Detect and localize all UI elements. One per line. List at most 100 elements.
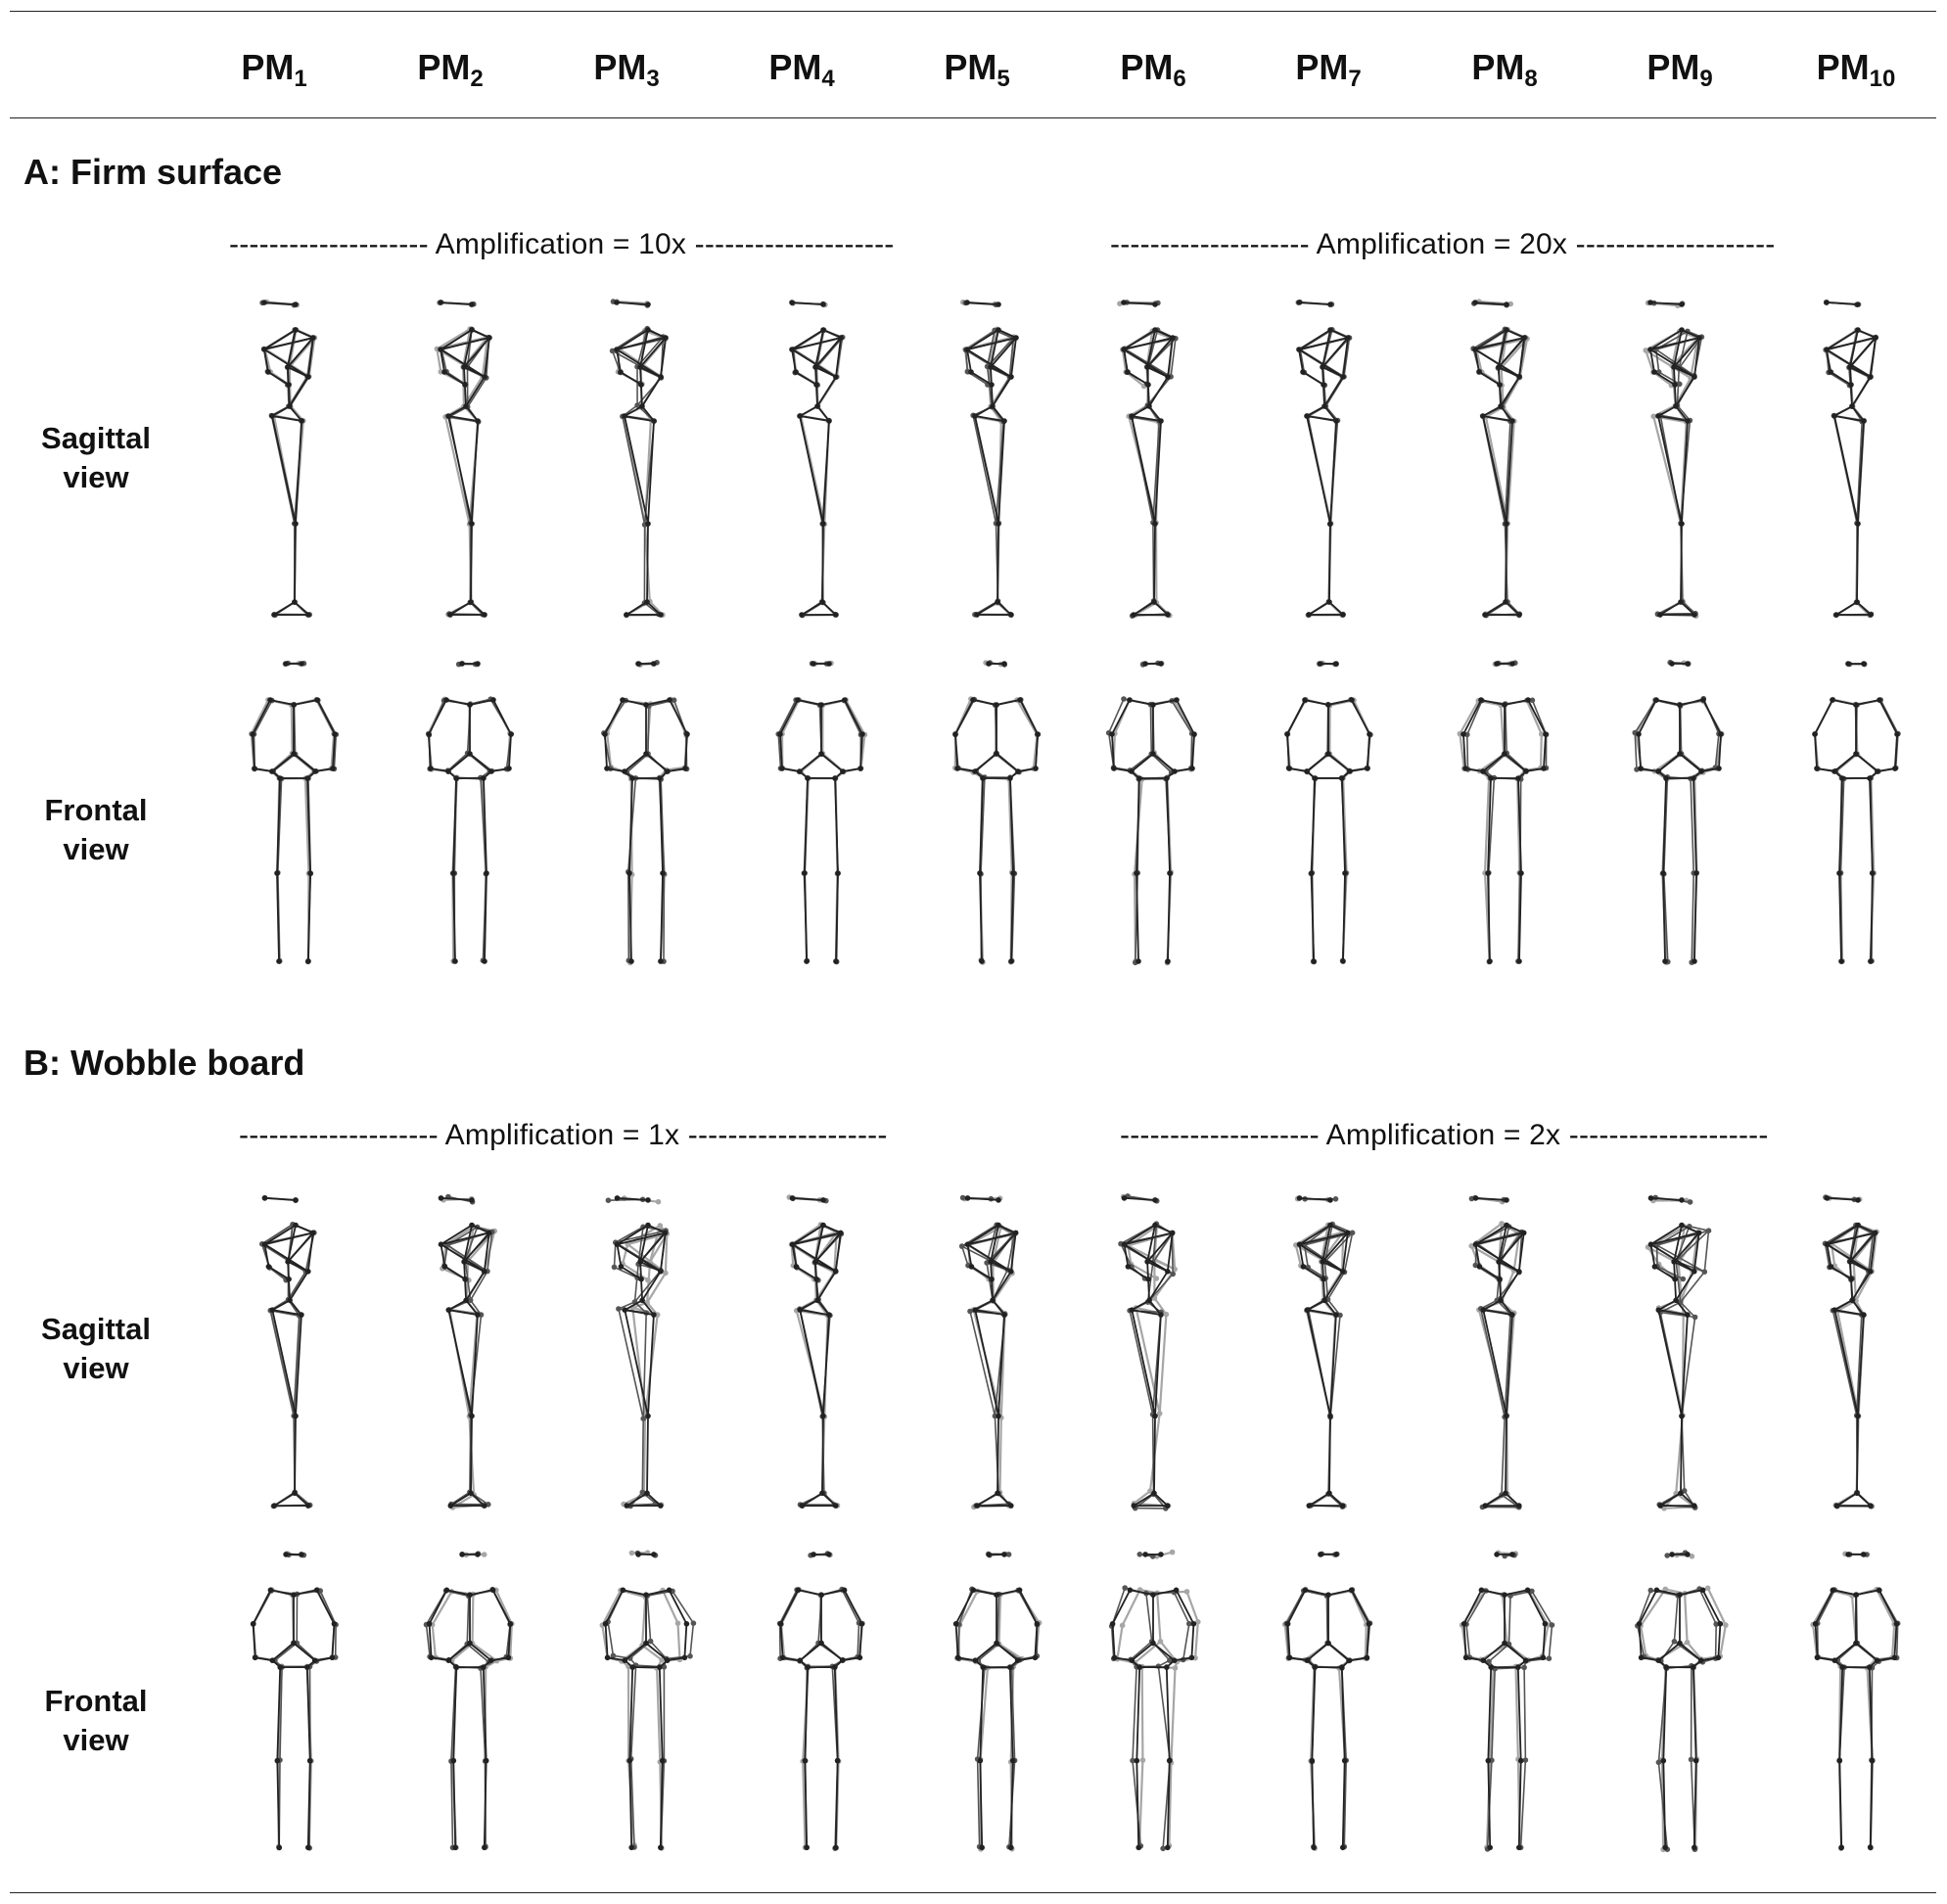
marker-point (277, 775, 283, 781)
skeleton-segment (799, 414, 826, 526)
skeleton-segment (1523, 1666, 1527, 1761)
skeleton-segment (1153, 1296, 1168, 1316)
marker-point (293, 327, 299, 333)
skeleton-segment (1131, 1642, 1154, 1662)
skeleton-segment (616, 1224, 649, 1246)
marker-point (1158, 1552, 1164, 1557)
skeleton-segment (799, 415, 824, 525)
skeleton-segment (1153, 523, 1156, 603)
marker-point (277, 1664, 284, 1670)
skeleton-segment (289, 405, 302, 422)
marker-point (1348, 1587, 1355, 1594)
marker-point (475, 661, 481, 667)
skeleton-segment (835, 872, 839, 962)
marker-point (305, 1844, 311, 1851)
skeleton-segment (293, 1315, 301, 1417)
skeleton-segment (633, 1270, 662, 1303)
skeleton-segment (1507, 600, 1521, 616)
skeleton-segment (1894, 733, 1898, 769)
skeleton-segment (1816, 1656, 1836, 1662)
marker-point (1339, 775, 1345, 781)
skeleton-segment (470, 1415, 473, 1495)
skeleton-segment (1659, 1492, 1682, 1507)
marker-point (1824, 347, 1830, 352)
skeleton-segment (1009, 777, 1014, 874)
skeleton-segment (274, 1642, 299, 1662)
skeleton-segment (484, 872, 487, 962)
skeleton-segment (1321, 329, 1331, 368)
skeleton-segment (1833, 415, 1859, 525)
marker-point (1127, 1587, 1134, 1594)
marker-point (461, 364, 467, 370)
skeleton-segment (1857, 420, 1865, 525)
skeleton-segment (466, 377, 487, 408)
skeleton-segment (1649, 1197, 1683, 1201)
marker-point (614, 1195, 621, 1201)
skeleton-segment (463, 1224, 473, 1263)
skeleton-segment (1655, 1589, 1681, 1597)
marker-point (1015, 768, 1021, 774)
skeleton-segment (1464, 767, 1484, 772)
skeleton-segment (1814, 699, 1833, 735)
skeleton-segment (1153, 601, 1169, 616)
skeleton-segment (604, 1622, 609, 1659)
skeleton-segment (641, 1270, 662, 1302)
marker-point (1496, 364, 1502, 370)
skeleton-segment (1507, 1595, 1511, 1646)
marker-point (1515, 1664, 1521, 1670)
skeleton-segment (979, 1759, 984, 1849)
skeleton-segment (1890, 1622, 1896, 1659)
skeleton-segment (1662, 1666, 1668, 1762)
skeleton-segment (647, 329, 667, 339)
marker-point (1831, 1657, 1838, 1663)
skeleton-segment (606, 1656, 626, 1662)
skeleton-segment (483, 1231, 490, 1273)
marker-point (624, 612, 629, 618)
marker-point (1718, 731, 1724, 737)
skeleton-segment (1131, 1309, 1162, 1316)
skeleton-segment (1831, 699, 1857, 706)
skeleton-segment (1123, 1231, 1174, 1246)
skeleton-segment (604, 733, 608, 769)
skeleton-segment (430, 767, 449, 772)
stick-figure-pose-a-frontal-4-0 (777, 661, 865, 964)
marker-point (989, 382, 995, 388)
skeleton-segment (835, 337, 842, 378)
skeleton-segment (469, 1642, 492, 1662)
stick-figure-pose-a-frontal-2-0 (426, 661, 514, 964)
marker-point (838, 335, 844, 341)
skeleton-segment (1653, 371, 1676, 386)
marker-point (267, 1587, 274, 1594)
skeleton-segment (1506, 420, 1513, 525)
marker-point (1165, 1503, 1171, 1509)
row-label-line2: view (63, 832, 129, 866)
marker-point (1647, 1587, 1654, 1594)
skeleton-segment (645, 1642, 669, 1662)
marker-point (622, 413, 627, 419)
skeleton-segment (1857, 1224, 1877, 1234)
marker-point (505, 1654, 512, 1661)
col-base: PM (241, 47, 295, 87)
skeleton-segment (263, 302, 297, 305)
marker-point (331, 1621, 338, 1627)
marker-point (1524, 1587, 1531, 1594)
marker-point (1296, 347, 1302, 352)
marker-point (1516, 1269, 1522, 1275)
skeleton-segment (430, 1656, 450, 1662)
skeleton-segment (613, 1266, 638, 1279)
skeleton-segment (1487, 777, 1492, 874)
skeleton-segment (1833, 1299, 1853, 1312)
marker-point (1188, 1654, 1195, 1661)
skeleton-segment (1329, 329, 1349, 339)
skeleton-segment (490, 767, 510, 772)
marker-point (1824, 1241, 1831, 1247)
marker-point (1339, 1664, 1345, 1670)
skeleton-segment (640, 1596, 647, 1647)
skeleton-segment (276, 777, 281, 874)
marker-point (1139, 1757, 1146, 1763)
marker-point (1677, 751, 1683, 757)
skeleton-segment (1136, 1666, 1141, 1762)
skeleton-segment (1329, 1314, 1337, 1417)
skeleton-segment (287, 1271, 307, 1301)
marker-point (304, 1664, 310, 1670)
